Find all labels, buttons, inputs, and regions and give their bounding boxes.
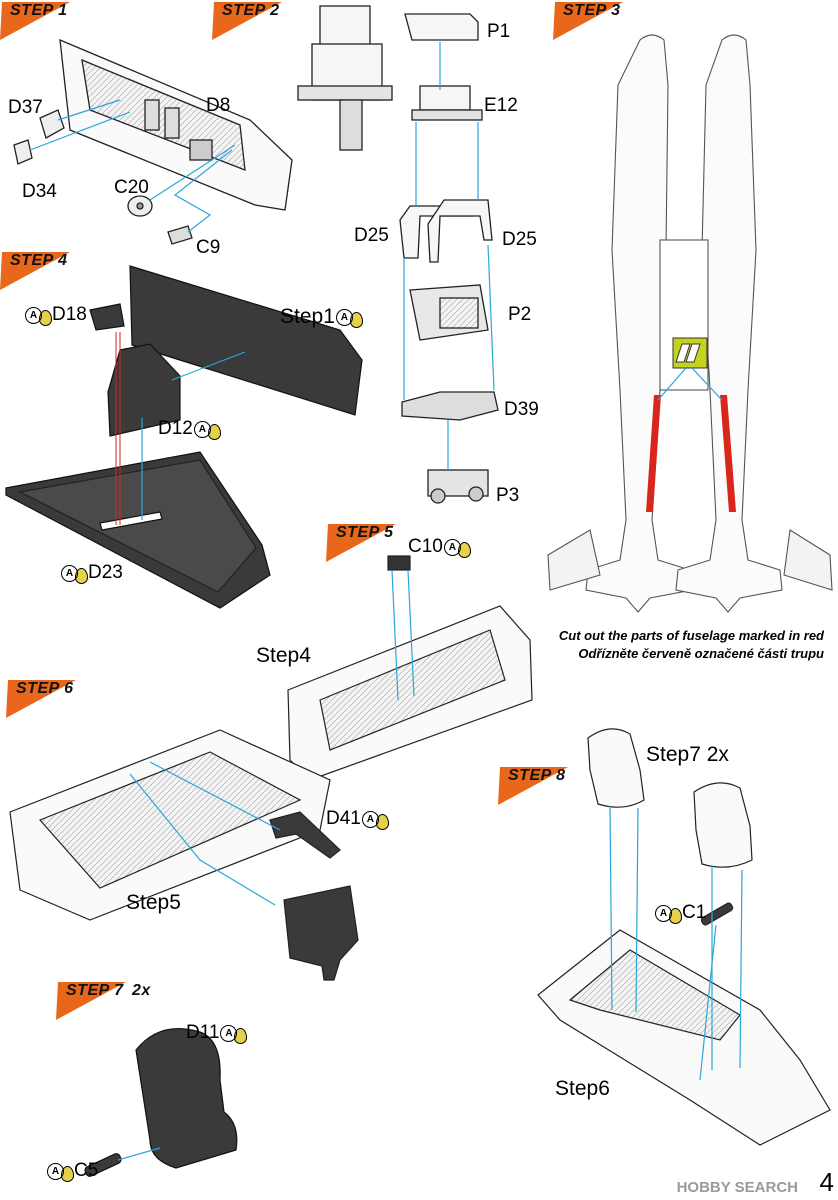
glue-a-icon: A bbox=[335, 308, 353, 326]
step-3-title: STEP 3 bbox=[563, 2, 621, 19]
glue-a-icon: A bbox=[193, 420, 211, 438]
step8-guide-lines bbox=[609, 805, 743, 1081]
glue-a-icon: A bbox=[25, 306, 42, 324]
step6-guide-lines bbox=[129, 761, 281, 906]
cut-note-czech: Odřízněte červeně označené části trupu bbox=[578, 646, 824, 661]
step4-guide-lines bbox=[141, 351, 246, 520]
part-label-c9: C9 bbox=[196, 237, 221, 258]
step2-guide-lines bbox=[403, 42, 495, 470]
step-5-title: STEP 5 bbox=[336, 524, 394, 541]
step1-side-panel bbox=[13, 38, 293, 245]
part-label-p1: P1 bbox=[487, 21, 511, 42]
glue-a-icon: A bbox=[655, 904, 672, 922]
part-label-d37: D37 bbox=[8, 97, 43, 118]
glue-a-icon: A bbox=[443, 538, 461, 556]
ref-step5: Step5 bbox=[126, 891, 181, 914]
part-label-d39: D39 bbox=[504, 399, 539, 420]
step4-parts bbox=[5, 265, 363, 609]
step-2-title: STEP 2 bbox=[222, 2, 280, 19]
ref-step6: Step6 bbox=[555, 1077, 610, 1100]
step-8-title: STEP 8 bbox=[508, 767, 566, 784]
ref-step4: Step4 bbox=[256, 644, 311, 667]
part-label-e12: E12 bbox=[484, 95, 518, 116]
glue-a-icon: A bbox=[220, 1024, 238, 1042]
step2-parts bbox=[297, 5, 499, 504]
part-label-d25-left: D25 bbox=[354, 225, 389, 246]
step3-cut-marks bbox=[646, 337, 736, 512]
part-label-c20: C20 bbox=[114, 177, 149, 198]
part-label-p3: P3 bbox=[496, 485, 520, 506]
step5-guide-lines bbox=[391, 569, 415, 701]
step-7-quantity: 2x bbox=[132, 982, 151, 999]
step7-guide-lines bbox=[117, 1147, 161, 1161]
step3-fuselage bbox=[547, 34, 833, 613]
glue-a-icon: A bbox=[61, 564, 78, 582]
ref-step7: Step7 2x bbox=[646, 743, 729, 766]
glue-a-icon: A bbox=[361, 810, 379, 828]
step1-guide-lines bbox=[29, 99, 236, 233]
page-number: 4 bbox=[819, 1167, 834, 1197]
watermark: HOBBY SEARCH bbox=[676, 1179, 798, 1196]
step-4-title: STEP 4 bbox=[10, 252, 68, 269]
step6-cockpit bbox=[9, 729, 359, 981]
step5-cockpit bbox=[287, 555, 533, 781]
glue-a-icon: A bbox=[47, 1162, 64, 1180]
step-6-title: STEP 6 bbox=[16, 680, 74, 697]
step4-red-guides bbox=[115, 332, 121, 525]
part-label-d8: D8 bbox=[206, 95, 231, 116]
step-1-title: STEP 1 bbox=[10, 2, 68, 19]
part-label-d25-right: D25 bbox=[502, 229, 537, 250]
step7-seat bbox=[84, 1028, 238, 1177]
part-label-d34: D34 bbox=[22, 181, 57, 202]
part-label-p2: P2 bbox=[508, 304, 532, 325]
step-7-title: STEP 7 bbox=[66, 982, 124, 999]
cut-note-english: Cut out the parts of fuselage marked in … bbox=[558, 628, 824, 643]
step-flags bbox=[0, 2, 623, 1020]
step8-assembly bbox=[537, 728, 831, 1146]
